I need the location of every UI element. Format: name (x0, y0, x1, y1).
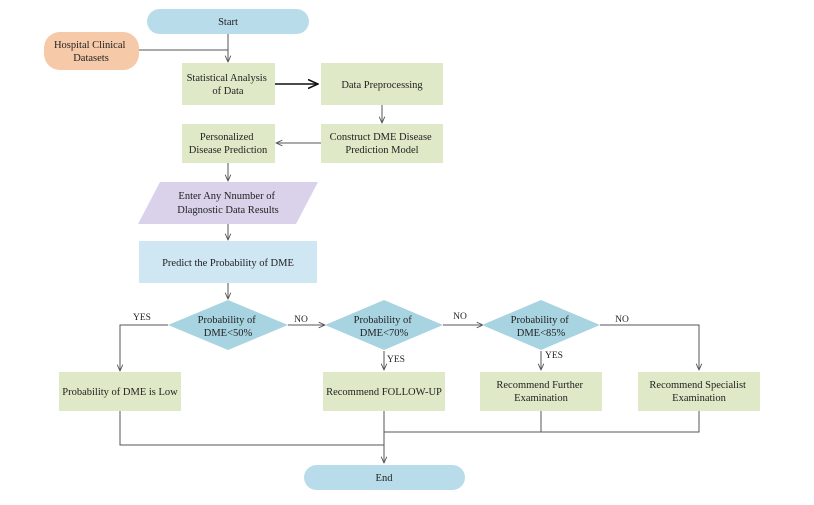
node-specialist-label: Recommend Specialist Examination (649, 380, 748, 404)
node-hospital-label: Hospital Clinical Datasets (54, 40, 128, 64)
node-hospital-datasets: Hospital Clinical Datasets (44, 32, 139, 70)
label-d70-no: NO (453, 312, 467, 322)
node-recommend-followup: Recommend FOLLOW-UP (323, 372, 445, 411)
node-recommend-specialist: Recommend Specialist Examination (638, 372, 760, 411)
node-enter-label: Enter Any Nnumber of Dlagnostic Data Res… (177, 191, 278, 216)
node-predict-probability: Predict the Probability of DME (139, 241, 317, 283)
decision-dme-50: Probability of DME<50% (168, 300, 288, 350)
decision-dme-70: Probability of DME<70% (325, 300, 443, 350)
node-stat-label: Statistical Analysis of Data (187, 73, 270, 97)
node-recommend-further: Recommend Further Examination (480, 372, 602, 411)
node-low-label: Probability of DME is Low (62, 387, 178, 398)
node-end: End (304, 465, 465, 490)
edge-d85-no (600, 324, 699, 370)
node-start: Start (147, 9, 309, 34)
node-statistical-analysis: Statistical Analysis of Data (182, 63, 275, 105)
decision-dme-85: Probability of DME<85% (482, 300, 600, 350)
node-construct-model: Construct DME Disease Prediction Model (321, 124, 443, 163)
edge-specialist-merge (541, 411, 700, 433)
node-further-label: Recommend Further Examination (496, 380, 585, 404)
edge-d50-yes (120, 324, 168, 371)
node-end-label: End (376, 473, 394, 484)
label-d85-no: NO (615, 315, 629, 325)
decision-d50-label: Probability of DME<50% (198, 315, 259, 339)
node-enter-diagnostic-data: Enter Any Nnumber of Dlagnostic Data Res… (138, 182, 318, 224)
label-d50-no: NO (294, 315, 308, 325)
label-d85-yes: YES (545, 351, 563, 361)
edge-low-merge (119, 411, 384, 446)
node-prep-label: Data Preprocessing (341, 80, 423, 91)
node-probability-low: Probability of DME is Low (59, 372, 181, 411)
label-d70-yes: YES (387, 355, 405, 365)
node-data-preprocessing: Data Preprocessing (321, 63, 443, 105)
decision-d70-label: Probability of DME<70% (354, 315, 415, 339)
node-followup-label: Recommend FOLLOW-UP (326, 387, 442, 398)
edge-further-merge (384, 411, 542, 433)
node-predict-label: Predict the Probability of DME (162, 258, 294, 269)
decision-d85-label: Probability of DME<85% (511, 315, 572, 339)
node-start-label: Start (218, 17, 238, 28)
node-construct-label: Construct DME Disease Prediction Model (330, 132, 435, 156)
node-personal-label: Personalized Disease Prediction (189, 132, 268, 156)
label-d50-yes: YES (133, 313, 151, 323)
node-personalized-prediction: Personalized Disease Prediction (182, 124, 275, 163)
